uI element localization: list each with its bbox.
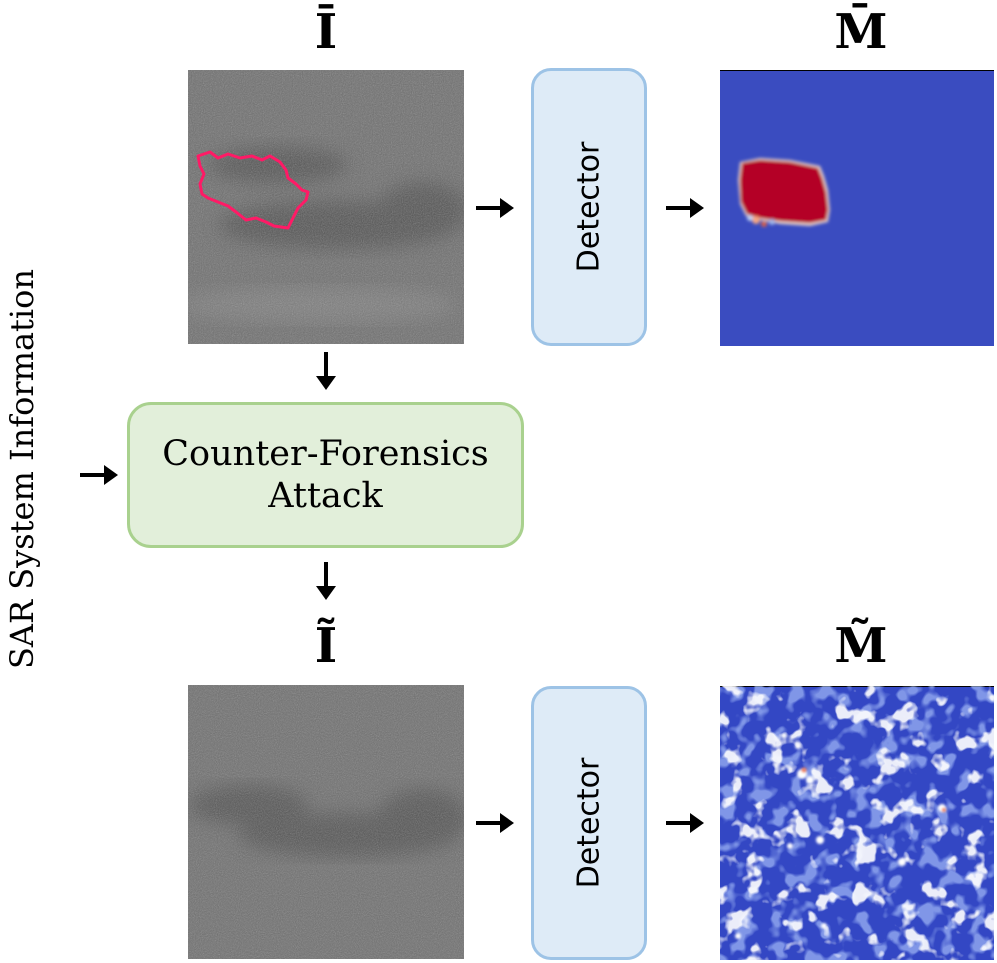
attacked-map-symbol: M̃ — [834, 618, 888, 674]
attack-label-line2: Attack — [268, 476, 383, 516]
attacked-image-symbol: Ĩ — [314, 618, 338, 674]
sar-system-information-label: SAR System Information — [3, 268, 41, 670]
arrow-down-icon — [316, 562, 336, 600]
arrow-right-icon — [476, 198, 514, 218]
original-image-symbol: Ī — [314, 4, 338, 60]
counter-forensics-attack-box: Counter-Forensics Attack — [127, 402, 524, 548]
attacked-sar-image — [188, 685, 464, 959]
detector-box-top: Detector — [531, 68, 647, 346]
arrow-right-icon — [666, 813, 704, 833]
attack-label-line1: Counter-Forensics — [162, 434, 489, 474]
detector-label: Detector — [571, 141, 607, 273]
detector-box-bottom: Detector — [531, 686, 647, 960]
detection-heatmap-attacked — [720, 686, 994, 960]
detector-label: Detector — [571, 757, 607, 889]
arrow-down-icon — [316, 352, 336, 390]
tampered-region-outline — [196, 150, 310, 230]
original-sar-image — [188, 70, 464, 344]
arrow-right-icon — [80, 465, 118, 485]
original-map-symbol: M̄ — [834, 4, 888, 60]
detection-heatmap-original — [720, 70, 994, 346]
arrow-right-icon — [476, 813, 514, 833]
arrow-right-icon — [666, 198, 704, 218]
